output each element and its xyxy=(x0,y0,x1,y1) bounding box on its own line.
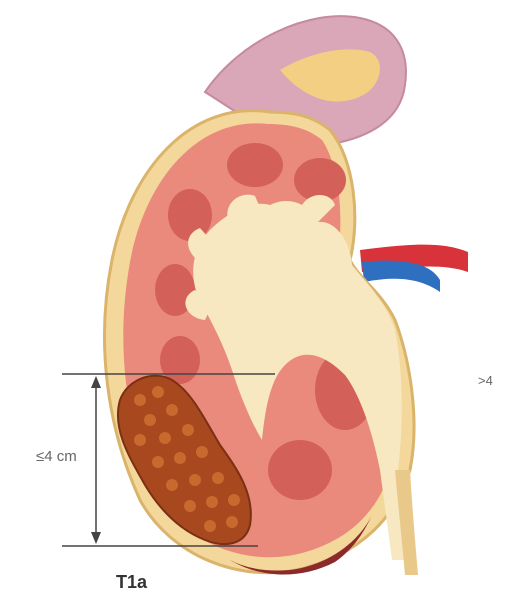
stage-label: T1a xyxy=(116,572,147,593)
measure-arrow-up xyxy=(91,376,101,388)
partial-size-label: >4 xyxy=(478,373,493,388)
measure-arrow-down xyxy=(91,532,101,544)
tumor-size-label: ≤4 cm xyxy=(36,448,77,465)
